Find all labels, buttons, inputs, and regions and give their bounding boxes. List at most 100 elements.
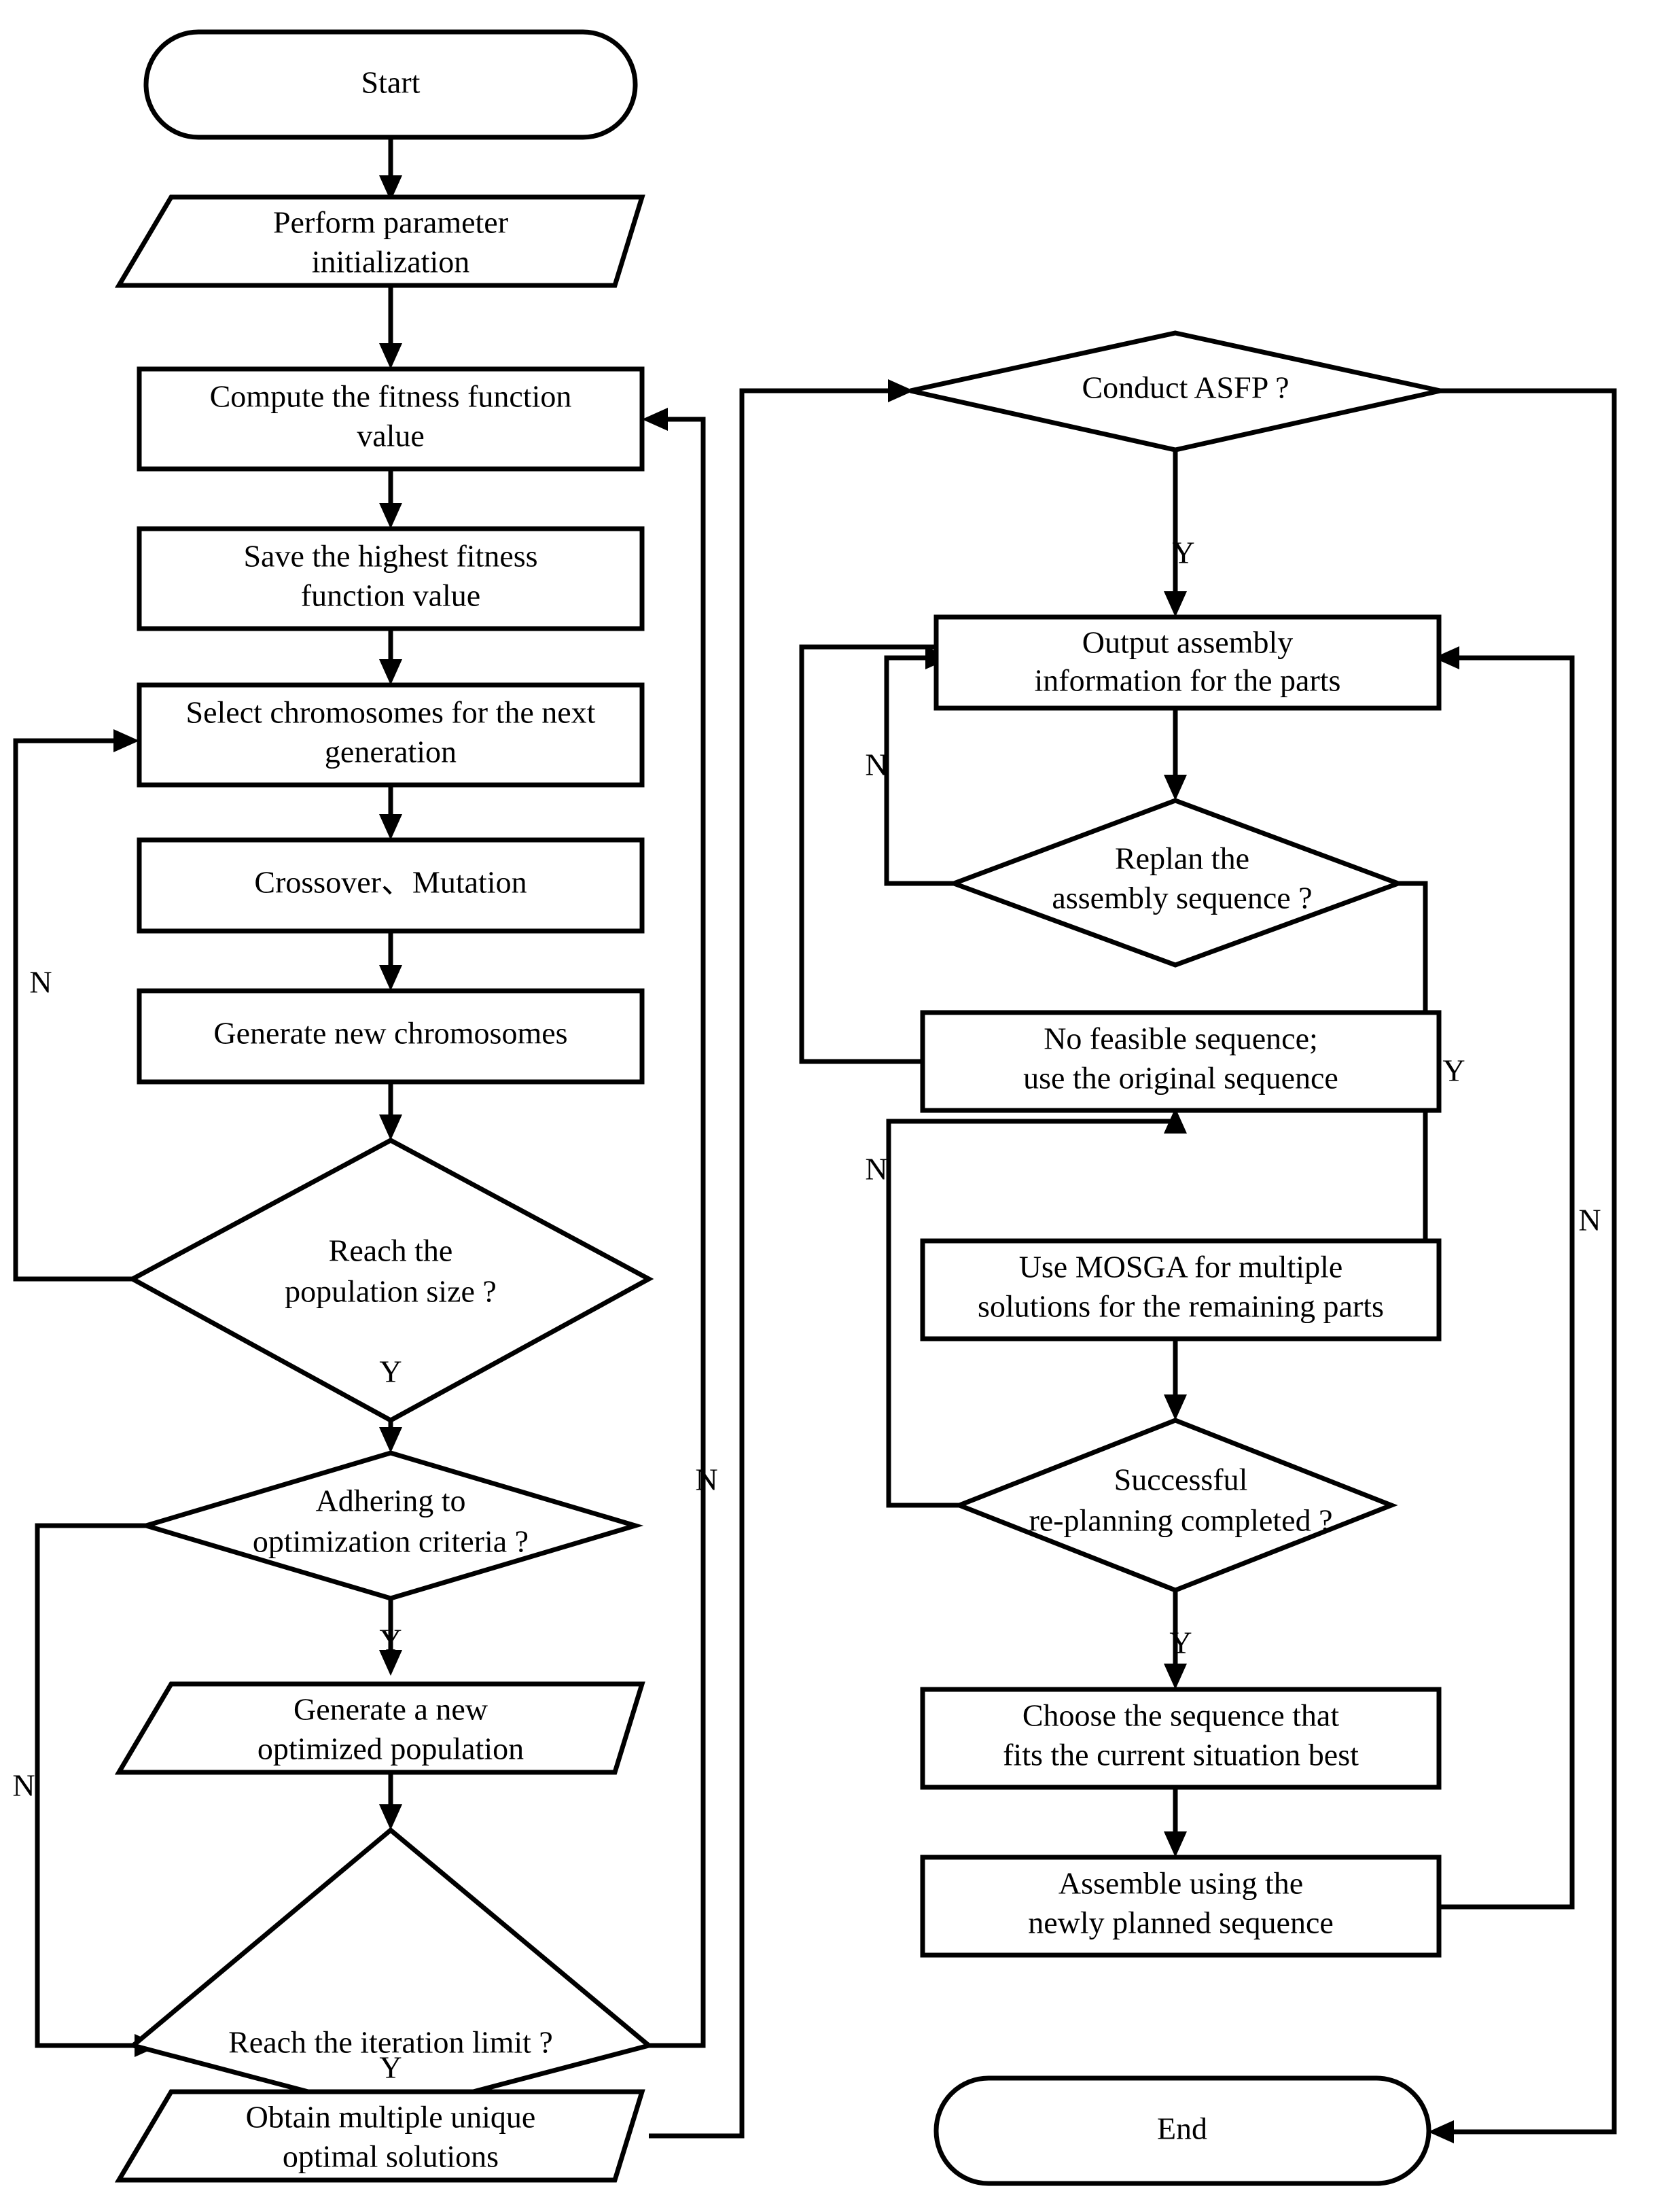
node-criteria-label-1: Adhering to: [315, 1484, 465, 1518]
branch-label-replan-n: N: [865, 748, 887, 782]
node-output-label-2: information for the parts: [1035, 663, 1341, 698]
node-criteria[interactable]: [137, 1450, 644, 1601]
node-fitness-label-2: value: [357, 419, 425, 453]
node-mosga-label-1: Use MOSGA for multiple: [1019, 1250, 1343, 1284]
node-nofeasible-label-2: use the original sequence: [1023, 1061, 1338, 1095]
shape-layer: Start Perform parameter initialization C…: [114, 29, 1442, 2186]
node-successful-label-1: Successful: [1114, 1462, 1248, 1497]
branch-label-iterlimit-n: N: [695, 1462, 717, 1497]
arrowhead-obtain-asfp: [888, 379, 914, 402]
branch-label-asfp-n: N: [1578, 1203, 1601, 1237]
edge-nofeasible-output: [799, 644, 936, 1064]
branch-label-successful-n: N: [865, 1152, 887, 1187]
branch-label-replan-y: Y: [1442, 1053, 1465, 1088]
node-asfp-label: Conduct ASFP ?: [1082, 370, 1289, 405]
edge-asfp-n-end: [1440, 388, 1617, 2135]
node-end[interactable]: [933, 2075, 1431, 2186]
node-replan-label-1: Replan the: [1115, 841, 1249, 876]
node-fitness-label-1: Compute the fitness function: [210, 379, 572, 414]
node-output[interactable]: [933, 614, 1442, 711]
arrowhead-popsize-n-select: [113, 729, 139, 752]
arrowhead-crossover-generate: [379, 965, 402, 991]
node-mosga-label-2: solutions for the remaining parts: [978, 1289, 1384, 1324]
node-successful-label-2: re-planning completed ?: [1029, 1503, 1332, 1538]
node-init-label-1: Perform parameter: [273, 205, 508, 240]
edge-obtain-asfp: [649, 388, 898, 2139]
node-iterlimit-label: Reach the iteration limit ?: [228, 2025, 553, 2060]
branch-label-layer: N Y N Y N Y Y N N Y N Y: [12, 536, 1601, 2085]
node-start[interactable]: [143, 29, 638, 140]
arrowhead-newpop-iterlimit: [379, 1804, 402, 1830]
node-choose[interactable]: [920, 1687, 1442, 1790]
node-assemble-label-1: Assemble using the: [1058, 1866, 1303, 1901]
node-save-label-1: Save the highest fitness: [243, 539, 537, 574]
branch-label-asfp-y: Y: [1172, 536, 1194, 570]
node-generate[interactable]: [137, 988, 645, 1085]
node-successful[interactable]: [953, 1418, 1398, 1593]
node-init-label-2: initialization: [312, 245, 470, 279]
node-select-label-2: generation: [325, 735, 457, 769]
arrowhead-successful-n-nofeasible: [1164, 1108, 1187, 1134]
arrowhead-popsize-y-criteria: [379, 1427, 402, 1453]
arrowhead-select-crossover: [379, 814, 402, 840]
node-nofeasible-label-1: No feasible sequence;: [1044, 1021, 1318, 1056]
node-obtain[interactable]: [114, 2089, 645, 2183]
arrowhead-save-select: [379, 659, 402, 685]
node-choose-label-2: fits the current situation best: [1003, 1738, 1359, 1772]
arrowhead-mosga-successful: [1164, 1394, 1187, 1420]
edge-popsize-n-select: [13, 738, 132, 1282]
node-choose-label-1: Choose the sequence that: [1022, 1698, 1339, 1733]
node-select-label-1: Select chromosomes for the next: [186, 695, 596, 730]
arrowhead-iterlimit-n-fitness: [642, 408, 668, 431]
node-assemble[interactable]: [920, 1855, 1442, 1958]
node-criteria-label-2: optimization criteria ?: [253, 1524, 529, 1559]
arrowhead-choose-assemble: [1164, 1831, 1187, 1857]
node-output-label-1: Output assembly: [1082, 625, 1293, 660]
node-nofeasible[interactable]: [920, 1010, 1442, 1113]
node-end-label: End: [1157, 2111, 1207, 2146]
node-popsize-label-2: population size ?: [285, 1274, 497, 1309]
node-fitness[interactable]: [137, 366, 645, 472]
arrowhead-criteria-y-newpop: [379, 1650, 402, 1676]
edge-assemble-output: [1439, 655, 1575, 1910]
node-crossover[interactable]: [137, 837, 645, 934]
branch-label-popsize-n: N: [29, 965, 52, 1000]
branch-label-criteria-y: Y: [379, 1623, 402, 1657]
node-popsize-label-1: Reach the: [329, 1233, 453, 1268]
node-save[interactable]: [137, 526, 645, 631]
node-start-label: Start: [361, 65, 421, 100]
node-select[interactable]: [137, 682, 645, 788]
node-crossover-label: Crossover、Mutation: [254, 865, 527, 900]
edge-replan-n-output: [884, 655, 954, 886]
node-replan-label-2: assembly sequence ?: [1052, 881, 1312, 915]
node-replan[interactable]: [946, 798, 1406, 968]
node-init[interactable]: [114, 194, 645, 288]
node-asfp[interactable]: [910, 330, 1441, 453]
branch-label-successful-y: Y: [1169, 1626, 1192, 1660]
arrowhead-fitness-save: [379, 503, 402, 529]
node-generate-label: Generate new chromosomes: [213, 1016, 567, 1051]
node-newpop-label-1: Generate a new: [293, 1692, 488, 1727]
arrowhead-output-replan: [1164, 775, 1187, 801]
arrowhead-asfp-n-end: [1428, 2120, 1454, 2143]
node-newpop-label-2: optimized population: [257, 1732, 524, 1766]
arrowhead-successful-y-choose: [1164, 1664, 1187, 1689]
node-mosga[interactable]: [920, 1238, 1442, 1341]
node-obtain-label-1: Obtain multiple unique: [246, 2100, 536, 2135]
branch-label-popsize-y: Y: [379, 1354, 402, 1389]
node-newpop[interactable]: [114, 1681, 645, 1775]
arrowhead-generate-popsize: [379, 1114, 402, 1140]
node-save-label-2: function value: [301, 578, 480, 613]
edge-iterlimit-n-fitness: [649, 417, 706, 2048]
arrowhead-init-fitness: [379, 343, 402, 369]
edge-successful-n-nofeasible: [886, 1119, 1175, 1508]
branch-label-iterlimit-y: Y: [379, 2050, 402, 2085]
node-assemble-label-2: newly planned sequence: [1028, 1906, 1334, 1940]
arrowhead-assemble-output: [1434, 646, 1459, 669]
node-popsize[interactable]: [127, 1138, 654, 1423]
arrowhead-asfp-y-output: [1164, 591, 1187, 617]
arrowhead-start-init: [379, 175, 402, 201]
branch-label-criteria-n: N: [12, 1768, 35, 1803]
